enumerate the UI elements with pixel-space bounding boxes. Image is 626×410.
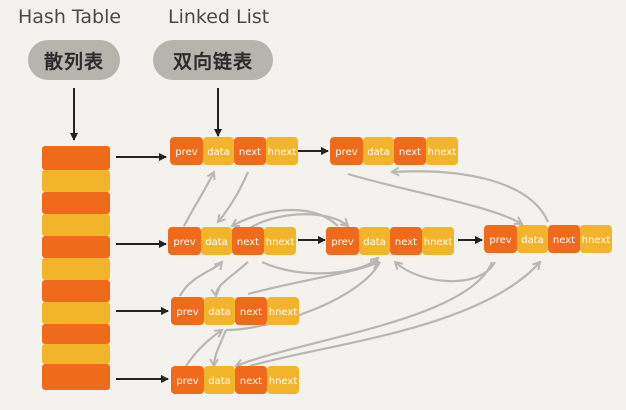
node-label-hnext: hnext — [266, 237, 295, 248]
node-label-next: next — [239, 147, 261, 158]
node-label-prev: prev — [176, 307, 198, 318]
node-label-hnext: hnext — [268, 147, 297, 158]
node-cell-data — [359, 227, 390, 255]
list-node: prev data next hnext — [170, 137, 298, 165]
node-cell-prev — [171, 297, 204, 325]
node-cell-next — [232, 227, 264, 255]
node-label-data: data — [208, 307, 231, 318]
node-label-prev: prev — [335, 147, 357, 158]
node-cell-prev — [484, 225, 517, 253]
list-node: prev data next hnext — [171, 297, 299, 325]
list-node: prev data next hnext — [330, 137, 458, 165]
node-label-prev: prev — [175, 147, 197, 158]
node-label-data: data — [208, 376, 231, 387]
node-cell-hnext — [580, 225, 612, 253]
node-label-hnext: hnext — [269, 376, 298, 387]
node-cell-next — [390, 227, 422, 255]
node-cell-prev — [330, 137, 363, 165]
node-cell-next — [235, 297, 267, 325]
hash-table-chinese-label: 散列表 — [28, 40, 120, 80]
node-cell-next — [394, 137, 426, 165]
node-label-prev: prev — [173, 237, 195, 248]
node-label-next: next — [553, 235, 575, 246]
node-label-hnext: hnext — [428, 147, 457, 158]
node-label-data: data — [521, 235, 544, 246]
node-cell-next — [235, 366, 267, 394]
node-label-next: next — [399, 147, 421, 158]
node-label-hnext: hnext — [269, 307, 298, 318]
node-cell-data — [204, 366, 235, 394]
node-cell-prev — [170, 137, 203, 165]
node-cell-next — [234, 137, 266, 165]
node-label-prev: prev — [176, 376, 198, 387]
hash-table-title: Hash Table — [18, 6, 122, 28]
node-cell-hnext — [426, 137, 458, 165]
node-cell-data — [517, 225, 548, 253]
node-cell-data — [201, 227, 232, 255]
node-cell-hnext — [267, 297, 299, 325]
list-node: prev data next hnext — [484, 225, 612, 253]
linked-list-title: Linked List — [168, 6, 270, 28]
list-node: prev data next hnext — [168, 227, 296, 255]
node-label-data: data — [205, 237, 228, 248]
doubly-linked-curves — [179, 171, 550, 366]
node-label-data: data — [207, 147, 230, 158]
hash-table-buckets — [42, 146, 110, 390]
list-node: prev data next hnext — [171, 366, 299, 394]
node-cell-prev — [168, 227, 201, 255]
node-cell-prev — [326, 227, 359, 255]
node-label-hnext: hnext — [424, 237, 453, 248]
node-label-data: data — [363, 237, 386, 248]
node-label-prev: prev — [331, 237, 353, 248]
node-cell-data — [204, 297, 235, 325]
node-cell-hnext — [266, 137, 298, 165]
node-label-prev: prev — [489, 235, 511, 246]
list-node: prev data next hnext — [326, 227, 454, 255]
node-label-next: next — [237, 237, 259, 248]
node-label-next: next — [395, 237, 417, 248]
linked-list-chinese-label: 双向链表 — [153, 40, 273, 80]
node-cell-next — [548, 225, 580, 253]
node-cell-prev — [171, 366, 204, 394]
node-label-data: data — [367, 147, 390, 158]
node-cell-data — [363, 137, 394, 165]
node-cell-data — [203, 137, 234, 165]
node-cell-hnext — [264, 227, 296, 255]
node-cell-hnext — [422, 227, 454, 255]
node-cell-hnext — [267, 366, 299, 394]
node-label-next: next — [240, 307, 262, 318]
node-label-hnext: hnext — [582, 235, 611, 246]
node-label-next: next — [240, 376, 262, 387]
